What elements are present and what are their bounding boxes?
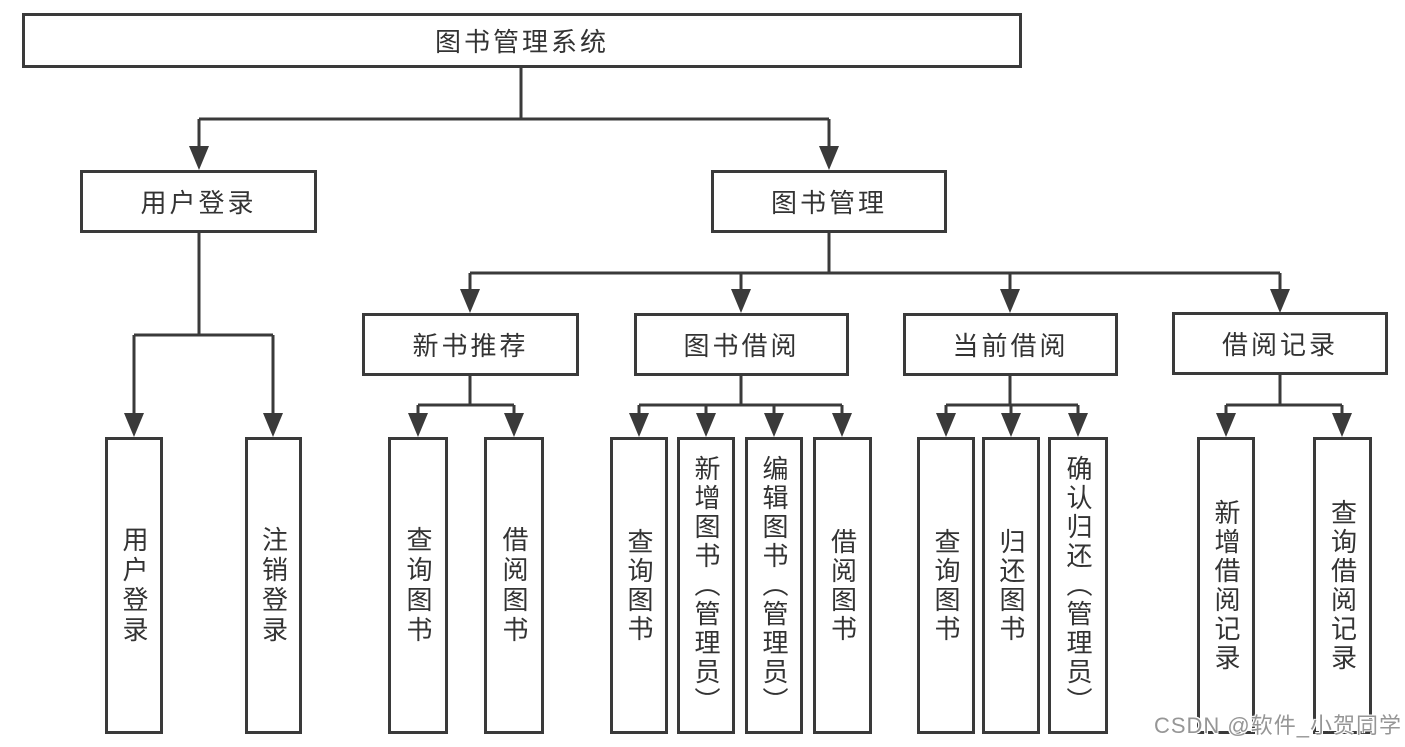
connector-new-book-recommendation-children	[408, 376, 524, 437]
connector-current-borrowing-children	[936, 376, 1088, 437]
arrow-down-icon	[408, 413, 428, 437]
leaf-query-borrow-record: 查询借阅记录	[1313, 437, 1372, 734]
leaf-query-books-borrowing: 查询图书	[610, 437, 668, 734]
arrow-down-icon	[1001, 413, 1021, 437]
arrow-down-icon	[696, 413, 716, 437]
arrow-down-icon	[1270, 289, 1290, 313]
arrow-down-icon	[1216, 413, 1236, 437]
arrow-down-icon	[936, 413, 956, 437]
leaf-query-books-current: 查询图书	[917, 437, 975, 734]
node-new-book-recommendation: 新书推荐	[362, 313, 579, 376]
leaf-borrow-books-recommendation: 借阅图书	[484, 437, 544, 734]
arrow-down-icon	[460, 289, 480, 313]
arrow-down-icon	[504, 413, 524, 437]
arrow-down-icon	[124, 413, 144, 437]
leaf-add-book-admin: 新增图书（管理员）	[677, 437, 735, 734]
node-book-management: 图书管理	[711, 170, 947, 233]
leaf-logout: 注销登录	[245, 437, 302, 734]
leaf-user-login: 用户登录	[105, 437, 163, 734]
arrow-down-icon	[263, 413, 283, 437]
csdn-watermark: CSDN @软件_小贺同学	[1153, 713, 1402, 738]
connector-user-login-children	[124, 233, 283, 437]
arrow-down-icon	[189, 146, 209, 170]
arrow-down-icon	[819, 146, 839, 170]
arrow-down-icon	[629, 413, 649, 437]
node-borrowing-records: 借阅记录	[1172, 312, 1388, 375]
leaf-query-books-recommendation: 查询图书	[388, 437, 448, 734]
leaf-confirm-return-admin: 确认归还（管理员）	[1048, 437, 1108, 734]
connector-borrowing-records-children	[1216, 375, 1352, 437]
arrow-down-icon	[731, 289, 751, 313]
node-current-borrowing: 当前借阅	[903, 313, 1118, 376]
arrow-down-icon	[832, 413, 852, 437]
arrow-down-icon	[1000, 289, 1020, 313]
arrow-down-icon	[1068, 413, 1088, 437]
leaf-add-borrow-record: 新增借阅记录	[1197, 437, 1255, 734]
connector-book-management-children	[460, 233, 1290, 313]
connector-root-to-level2	[189, 68, 839, 170]
arrow-down-icon	[764, 413, 784, 437]
connector-book-borrowing-children	[629, 376, 852, 437]
arrow-down-icon	[1332, 413, 1352, 437]
node-book-borrowing: 图书借阅	[634, 313, 849, 376]
leaf-edit-book-admin: 编辑图书（管理员）	[745, 437, 803, 734]
leaf-borrow-books-borrowing: 借阅图书	[813, 437, 872, 734]
leaf-return-book: 归还图书	[982, 437, 1040, 734]
node-user-login: 用户登录	[80, 170, 317, 233]
node-library-management-system: 图书管理系统	[22, 13, 1022, 68]
